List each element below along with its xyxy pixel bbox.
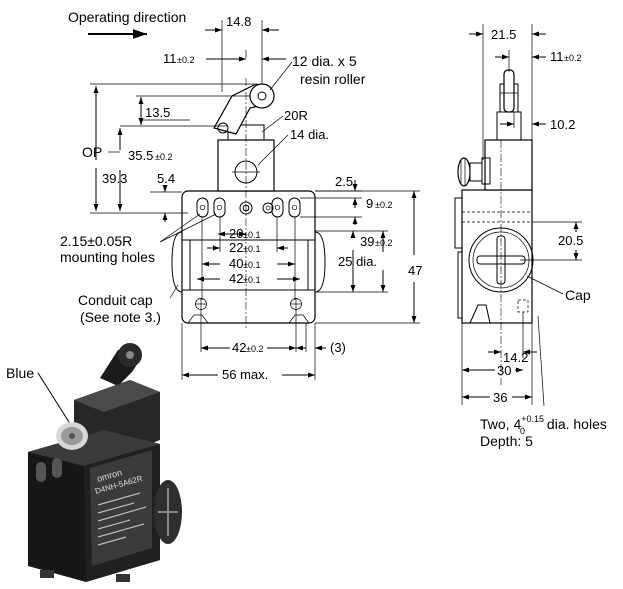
svg-text:resin roller: resin roller bbox=[300, 71, 366, 87]
svg-text:±0.2: ±0.2 bbox=[375, 200, 392, 210]
depth-note: Depth: 5 bbox=[480, 433, 533, 449]
mounting-holes bbox=[196, 197, 301, 218]
dim-20r: 20R bbox=[284, 108, 308, 123]
svg-text:±0.1: ±0.1 bbox=[243, 260, 260, 270]
dim-side-20-5: 20.5 bbox=[558, 233, 583, 248]
product-photo: Blue omron D4NH-5A62R bbox=[6, 343, 182, 582]
dim-40: 40 bbox=[229, 256, 243, 271]
dim-side-11: 11 bbox=[550, 49, 564, 64]
svg-text:±0.1: ±0.1 bbox=[243, 244, 260, 254]
svg-text:(See note 3.): (See note 3.) bbox=[80, 309, 161, 325]
op-label: OP bbox=[82, 144, 102, 160]
dim-47: 47 bbox=[408, 263, 422, 278]
svg-text:±0.2: ±0.2 bbox=[155, 152, 172, 162]
svg-text:mounting holes: mounting holes bbox=[60, 249, 155, 265]
dim-11: 11 bbox=[163, 51, 177, 66]
front-body-panel bbox=[189, 239, 309, 291]
dim-2-5: 2.5 bbox=[335, 174, 353, 189]
photo-label-plate bbox=[90, 450, 152, 566]
side-view: 21.5 11 ±0.2 10.2 20.5 Cap 14.2 30 36 bbox=[454, 24, 607, 449]
mounting-holes-label: 2.15±0.05R bbox=[60, 233, 132, 249]
side-screw bbox=[262, 202, 274, 214]
front-view: Operating direction bbox=[60, 9, 422, 382]
dim-13-5: 13.5 bbox=[145, 105, 170, 120]
dim-42-top: 42 bbox=[229, 271, 243, 286]
dim-side-30: 30 bbox=[497, 363, 511, 378]
dim-39-3: 39.3 bbox=[102, 171, 127, 186]
svg-text:±0.2: ±0.2 bbox=[177, 55, 194, 65]
dim-22: 22 bbox=[229, 240, 243, 255]
dim-9: 9 bbox=[366, 196, 373, 211]
resin-roller bbox=[249, 83, 275, 109]
conduit-cap-right bbox=[314, 231, 326, 293]
side-knob-base bbox=[469, 162, 483, 182]
side-head bbox=[484, 139, 533, 191]
svg-text:±0.2: ±0.2 bbox=[564, 53, 581, 63]
dim-35-5: 35.5 bbox=[128, 148, 153, 163]
dim-side-14-2: 14.2 bbox=[503, 350, 528, 365]
side-lever bbox=[496, 111, 522, 141]
dim-14-8: 14.8 bbox=[226, 14, 251, 29]
dim-56-max: 56 max. bbox=[222, 367, 268, 382]
conduit-cap-left bbox=[171, 231, 183, 293]
cap-label: Cap bbox=[565, 287, 591, 303]
svg-text:±0.2: ±0.2 bbox=[246, 344, 263, 354]
operating-direction-label: Operating direction bbox=[68, 9, 186, 25]
dim-25-dia: 25 dia. bbox=[338, 254, 377, 269]
conduit-cap-label: Conduit cap bbox=[78, 292, 153, 308]
svg-text:±0.2: ±0.2 bbox=[375, 238, 392, 248]
dim-3: (3) bbox=[330, 340, 346, 355]
side-knob bbox=[457, 157, 471, 187]
dim-side-36: 36 bbox=[493, 390, 507, 405]
dim-side-10-2: 10.2 bbox=[550, 117, 575, 132]
roller-label: 12 dia. x 5 bbox=[292, 53, 357, 69]
svg-text:±0.1: ±0.1 bbox=[243, 275, 260, 285]
blue-label: Blue bbox=[6, 365, 34, 381]
dim-14-dia: 14 dia. bbox=[290, 127, 329, 142]
dim-39: 39 bbox=[360, 234, 374, 249]
dim-5-4: 5.4 bbox=[157, 171, 175, 186]
side-roller bbox=[503, 69, 515, 113]
dim-20: 20 bbox=[229, 226, 243, 241]
dim-42-bottom: 42 bbox=[232, 340, 246, 355]
svg-text:±0.1: ±0.1 bbox=[243, 230, 260, 240]
dim-side-21-5: 21.5 bbox=[491, 27, 516, 42]
